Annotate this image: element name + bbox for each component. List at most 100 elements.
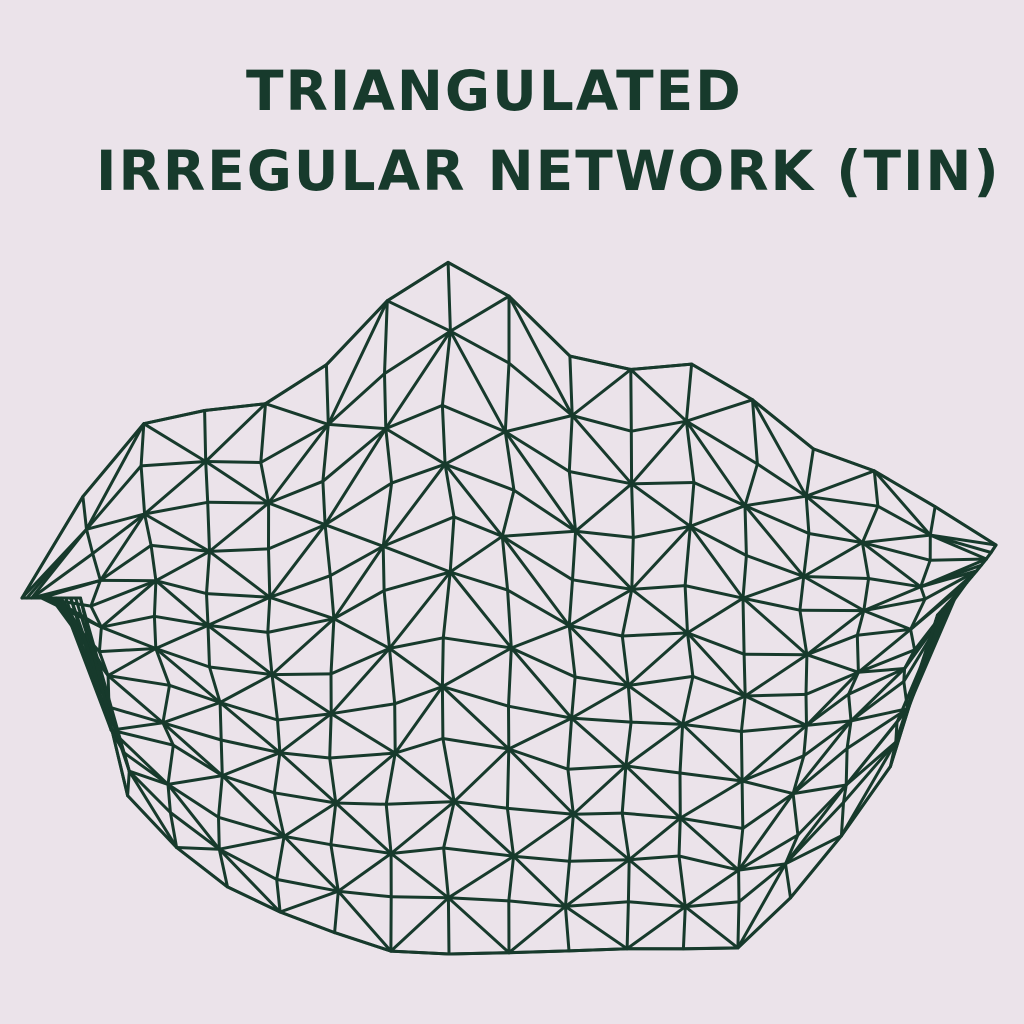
mesh-edge-diagonal bbox=[334, 751, 397, 805]
mesh-edge-vertical bbox=[568, 812, 575, 863]
mesh-edge-diagonal bbox=[381, 462, 447, 548]
mesh-edge-diagonal bbox=[326, 299, 389, 426]
mesh-edge-vertical bbox=[630, 482, 635, 539]
mesh-edge-horizontal bbox=[381, 515, 456, 548]
mesh-edge-diagonal bbox=[849, 667, 907, 723]
mesh-edge-diagonal bbox=[389, 896, 450, 953]
mesh-edge-horizontal bbox=[382, 570, 452, 593]
mesh-edge-vertical bbox=[276, 718, 282, 755]
mesh-edge-vertical bbox=[743, 462, 759, 508]
mesh-edge-vertical bbox=[259, 402, 267, 464]
mesh-edge-diagonal bbox=[574, 529, 634, 591]
mesh-edge-vertical bbox=[85, 527, 95, 556]
mesh-edge-horizontal bbox=[570, 716, 633, 724]
mesh-edge-diagonal bbox=[218, 701, 282, 755]
mesh-edge-diagonal bbox=[161, 721, 224, 778]
mesh-edge-vertical bbox=[736, 900, 741, 950]
mesh-edge-diagonal bbox=[220, 774, 286, 838]
mesh-edge-diagonal bbox=[839, 740, 898, 838]
mesh-edge-diagonal bbox=[688, 524, 745, 600]
mesh-edge-vertical bbox=[566, 716, 574, 771]
mesh-edge-diagonal bbox=[630, 419, 688, 486]
mesh-edge-horizontal bbox=[677, 854, 741, 872]
mesh-edge-diagonal bbox=[446, 854, 516, 900]
mesh-edge-vertical bbox=[802, 723, 808, 758]
mesh-edge-diagonal bbox=[741, 575, 806, 600]
mesh-edge-diagonal bbox=[630, 482, 692, 528]
mesh-edge-diagonal bbox=[154, 647, 222, 704]
mesh-edge-horizontal bbox=[154, 579, 208, 596]
mesh-edge-diagonal bbox=[127, 769, 170, 786]
mesh-edge-diagonal bbox=[507, 747, 575, 816]
mesh-edge-diagonal bbox=[509, 646, 574, 720]
mesh-edge-horizontal bbox=[627, 854, 681, 862]
mesh-edge-diagonal bbox=[268, 523, 327, 599]
mesh-edge-vertical bbox=[567, 624, 577, 679]
mesh-edge-vertical bbox=[503, 361, 511, 434]
mesh-edge-vertical bbox=[329, 843, 340, 893]
mesh-edge-horizontal bbox=[448, 570, 510, 592]
mesh-edge-vertical bbox=[149, 543, 158, 583]
mesh-edge-horizontal bbox=[267, 523, 327, 551]
mesh-edge-horizontal bbox=[217, 815, 286, 838]
mesh-edge-horizontal bbox=[206, 500, 271, 505]
mesh-edge-horizontal bbox=[507, 361, 574, 417]
mesh-edge-diagonal bbox=[452, 747, 511, 804]
mesh-outline bbox=[20, 260, 998, 956]
mesh-edge-horizontal bbox=[847, 667, 907, 696]
mesh-edge-horizontal bbox=[30, 552, 95, 600]
mesh-edge-vertical bbox=[500, 534, 510, 592]
mesh-edge-vertical bbox=[441, 737, 456, 804]
mesh-edge-vertical bbox=[739, 694, 747, 733]
mesh-edge-vertical bbox=[443, 462, 456, 519]
mesh-edge-diagonal bbox=[741, 596, 809, 657]
mesh-edge-vertical bbox=[688, 481, 696, 528]
mesh-edge-vertical bbox=[802, 532, 811, 578]
mesh-edge-vertical bbox=[143, 512, 153, 547]
mesh-edge-horizontal bbox=[512, 854, 571, 863]
mesh-edge-vertical bbox=[740, 779, 745, 830]
mesh-edge-diagonal bbox=[681, 722, 744, 783]
mesh-edge-diagonal bbox=[204, 460, 271, 505]
mesh-edge-vertical bbox=[89, 604, 103, 629]
mesh-edge-vertical bbox=[798, 608, 809, 657]
mesh-edge-horizontal bbox=[684, 419, 759, 466]
mesh-edge-horizontal bbox=[278, 751, 332, 760]
mesh-edge-horizontal bbox=[267, 479, 325, 505]
mesh-edge-horizontal bbox=[161, 721, 223, 742]
mesh-edge-horizontal bbox=[442, 846, 516, 858]
mesh-edge-vertical bbox=[677, 854, 687, 909]
mesh-edge-vertical bbox=[681, 905, 687, 951]
mesh-edge-vertical bbox=[909, 627, 917, 652]
mesh-edge-vertical bbox=[742, 652, 747, 698]
mesh-edge-diagonal bbox=[393, 751, 456, 804]
mesh-edge-diagonal bbox=[204, 402, 267, 463]
mesh-edge-horizontal bbox=[388, 636, 445, 650]
mesh-edge-vertical bbox=[620, 811, 631, 862]
mesh-edge-diagonal bbox=[860, 541, 923, 589]
mesh-edge-diagonal bbox=[743, 494, 808, 508]
mesh-edge-vertical bbox=[384, 751, 397, 806]
mesh-edge-diagonal bbox=[323, 523, 385, 548]
mesh-edge-diagonal bbox=[507, 716, 574, 751]
mesh-edge-vertical bbox=[383, 372, 388, 431]
mesh-edge-vertical bbox=[266, 630, 274, 677]
mesh-edge-diagonal bbox=[503, 430, 578, 533]
mesh-edge-diagonal bbox=[684, 398, 754, 423]
mesh-edge-diagonal bbox=[686, 631, 747, 698]
mesh-edge-vertical bbox=[333, 889, 340, 935]
mesh-edge-vertical bbox=[500, 488, 516, 538]
mesh-edge-horizontal bbox=[259, 422, 330, 464]
mesh-edge-vertical bbox=[166, 743, 175, 786]
mesh-edge-diagonal bbox=[805, 719, 853, 727]
mesh-edge-vertical bbox=[168, 811, 179, 849]
mesh-edge-vertical bbox=[321, 479, 327, 527]
mesh-edge-vertical bbox=[741, 596, 746, 656]
mesh-edge-horizontal bbox=[791, 747, 849, 796]
mesh-edge-vertical bbox=[855, 633, 860, 674]
mesh-edge-horizontal bbox=[171, 743, 224, 778]
mesh-edge-vertical bbox=[388, 646, 397, 706]
mesh-edge-diagonal bbox=[856, 627, 913, 674]
mesh-edge-diagonal bbox=[688, 504, 747, 528]
mesh-edge-diagonal bbox=[267, 501, 327, 527]
